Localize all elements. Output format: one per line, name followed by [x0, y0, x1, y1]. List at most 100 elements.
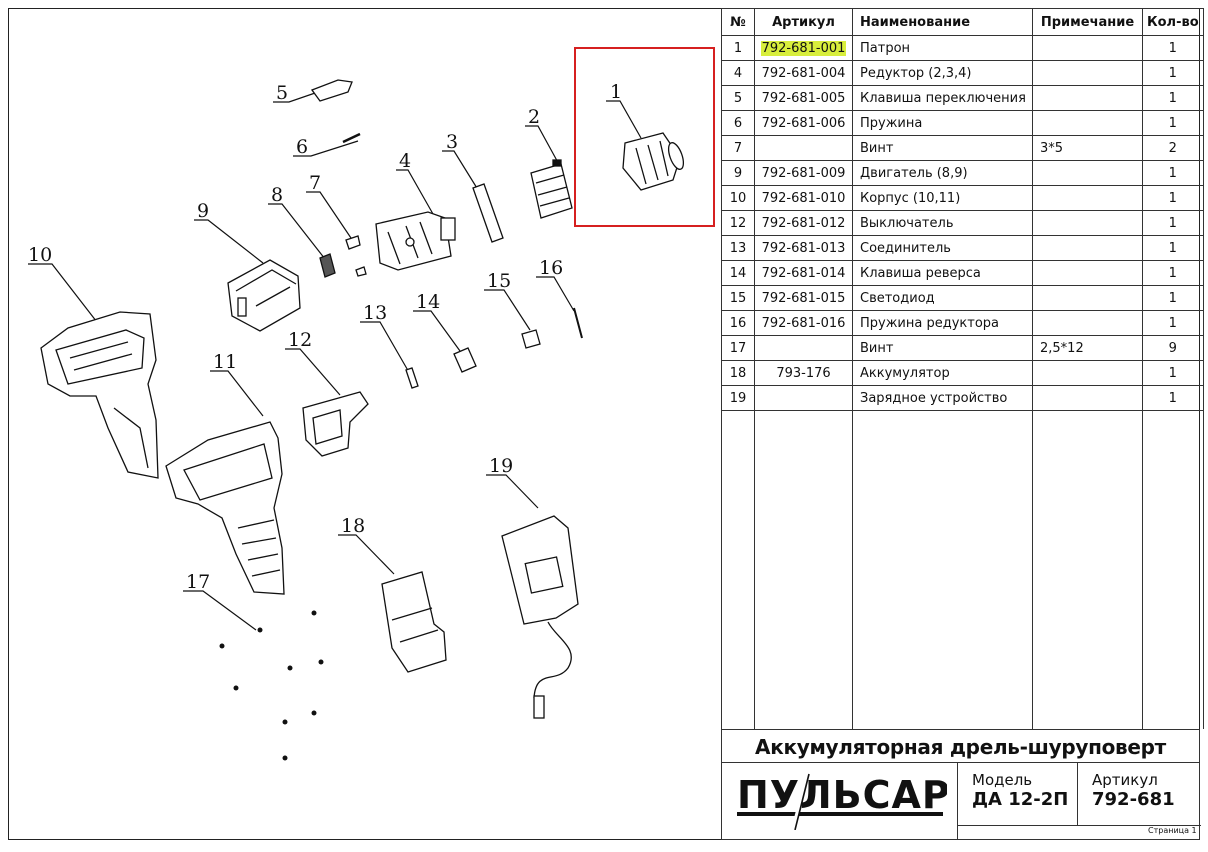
- cell-article: 792-681-001: [754, 35, 853, 61]
- cell-note: [1032, 385, 1143, 411]
- part-chuck: [622, 132, 685, 191]
- product-title: Аккумуляторная дрель-шуруповерт: [721, 729, 1200, 763]
- callout-9: 9: [197, 200, 209, 222]
- cell-article: 793-176: [754, 360, 853, 386]
- callout-8: 8: [271, 184, 283, 206]
- cell-note: [1032, 35, 1143, 61]
- leader-1: [606, 100, 642, 139]
- cell-num: 1: [721, 35, 755, 61]
- cell-note: [1032, 360, 1143, 386]
- screws-17: [219, 610, 324, 761]
- leader-19: [486, 474, 539, 509]
- parts-table: № Артикул Наименование Примечание Кол-во…: [721, 8, 1204, 729]
- header-qty: Кол-во: [1142, 8, 1204, 36]
- leader-18: [338, 534, 395, 575]
- model-value: ДА 12-2П: [972, 789, 1069, 810]
- page-number: Страница 1: [1148, 826, 1197, 835]
- header-name: Наименование: [852, 8, 1033, 36]
- part-gear-spring: [573, 307, 583, 339]
- cell-name: Пружина редуктора: [852, 310, 1033, 336]
- callout-13: 13: [363, 302, 387, 324]
- callout-3: 3: [446, 131, 458, 153]
- cell-name: Клавиша переключения: [852, 85, 1033, 111]
- cell-num: 6: [721, 110, 755, 136]
- callout-4: 4: [399, 150, 411, 172]
- cell-article: 792-681-013: [754, 235, 853, 261]
- callout-16: 16: [539, 257, 563, 279]
- callout-1: 1: [610, 81, 622, 103]
- article-label: Артикул: [1092, 771, 1158, 789]
- part-switch-key: [310, 79, 353, 102]
- cell-article: 792-681-014: [754, 260, 853, 286]
- cell-note: 3*5: [1032, 135, 1143, 161]
- cell-num: 16: [721, 310, 755, 336]
- leader-3: [442, 150, 481, 194]
- header-article: Артикул: [754, 8, 853, 36]
- title-block: Модель ДА 12-2П Артикул 792-681: [721, 762, 1201, 840]
- part-gearbox: [375, 211, 456, 271]
- model-label: Модель: [972, 771, 1033, 789]
- part-battery: [381, 571, 447, 673]
- cell-article: 792-681-010: [754, 185, 853, 211]
- cell-note: [1032, 310, 1143, 336]
- cell-qty: 1: [1142, 185, 1204, 211]
- leader-15: [484, 289, 531, 331]
- cell-article: [754, 335, 853, 361]
- header-note: Примечание: [1032, 8, 1143, 36]
- part-plate: [472, 183, 504, 243]
- callout-14: 14: [416, 291, 440, 313]
- leader-16: [536, 276, 575, 312]
- cell-qty: 1: [1142, 60, 1204, 86]
- cell-article: 792-681-006: [754, 110, 853, 136]
- leader-4: [396, 169, 434, 215]
- cell-article: 792-681-012: [754, 210, 853, 236]
- cell-num: 12: [721, 210, 755, 236]
- cell-num: 7: [721, 135, 755, 161]
- cell-qty: 1: [1142, 260, 1204, 286]
- table-filler-row: [721, 410, 1204, 729]
- cell-note: [1032, 110, 1143, 136]
- cell-qty: 9: [1142, 335, 1204, 361]
- highlighted-article: 792-681-001: [760, 40, 847, 56]
- cell-note: 2,5*12: [1032, 335, 1143, 361]
- cell-qty: 1: [1142, 385, 1204, 411]
- leader-10: [28, 263, 101, 327]
- cell-note: [1032, 285, 1143, 311]
- leader-11: [210, 370, 264, 417]
- cell-name: Винт: [852, 135, 1033, 161]
- cell-note: [1032, 235, 1143, 261]
- cell-name: Выключатель: [852, 210, 1033, 236]
- model-cell: Модель ДА 12-2П: [957, 763, 1077, 825]
- cell-note: [1032, 85, 1143, 111]
- callout-17: 17: [186, 571, 210, 593]
- leader-12: [285, 348, 341, 396]
- part-reverse-key: [453, 347, 477, 373]
- cell-name: Винт: [852, 335, 1033, 361]
- highlight-box-chuck: [574, 47, 715, 227]
- part-housing-left: [40, 311, 159, 479]
- leader-2: [525, 125, 562, 169]
- callout-11: 11: [213, 351, 237, 373]
- leader-8: [268, 203, 326, 260]
- cell-qty: 1: [1142, 310, 1204, 336]
- article-value: 792-681: [1092, 789, 1175, 810]
- cell-qty: 1: [1142, 160, 1204, 186]
- part-gear-ring: [530, 159, 573, 219]
- cell-num: 19: [721, 385, 755, 411]
- cell-name: Зарядное устройство: [852, 385, 1033, 411]
- cell-name: Клавиша реверса: [852, 260, 1033, 286]
- part-brushes: [319, 253, 336, 278]
- cell-note: [1032, 160, 1143, 186]
- cell-qty: 1: [1142, 285, 1204, 311]
- part-screws-7: [345, 235, 367, 277]
- part-spring: [342, 132, 361, 144]
